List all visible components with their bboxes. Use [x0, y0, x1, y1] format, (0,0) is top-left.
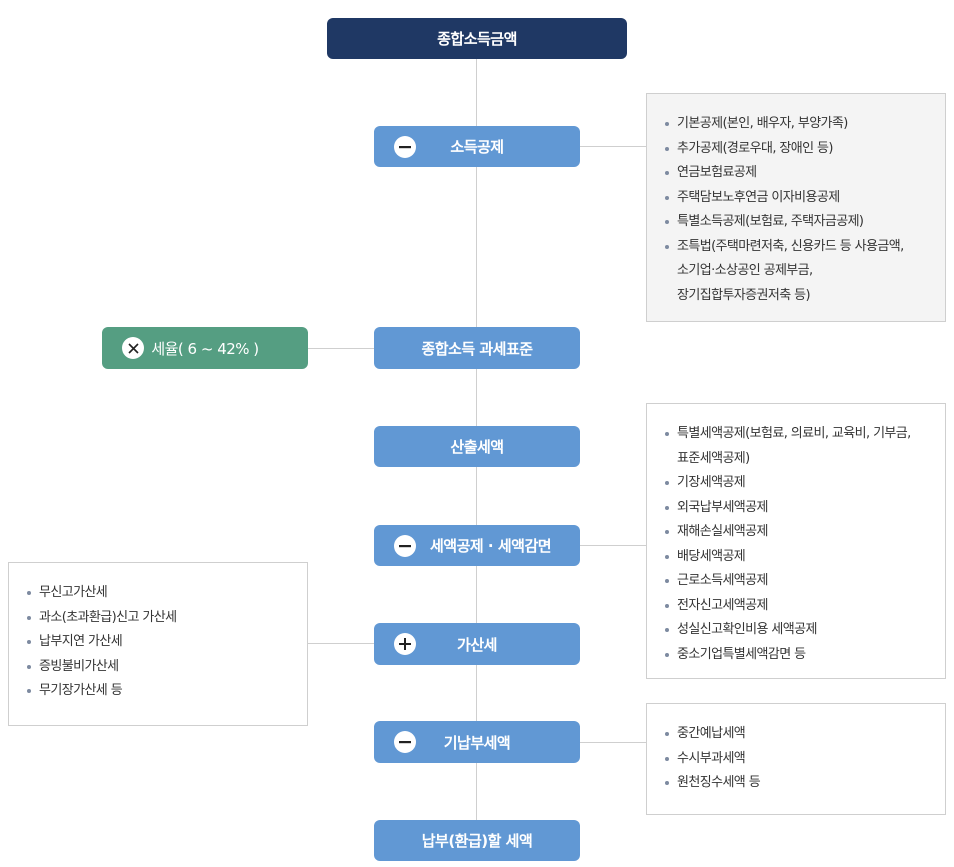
calculated-tax-label: 산출세액	[450, 438, 504, 456]
income-deduction-details: 기본공제(본인, 배우자, 부양가족) 추가공제(경로우대, 장애인 등) 연금…	[646, 93, 946, 322]
list-item: 추가공제(경로우대, 장애인 등)	[663, 137, 929, 162]
list-item: 외국납부세액공제	[663, 496, 929, 521]
tax-credit-node: 세액공제 · 세액감면	[374, 525, 580, 566]
prepaid-tax-node: 기납부세액	[374, 721, 580, 763]
plus-icon	[394, 633, 416, 655]
tax-base-node: 종합소득 과세표준	[374, 327, 580, 369]
income-deduction-node: 소득공제	[374, 126, 580, 167]
list-item: 기본공제(본인, 배우자, 부양가족)	[663, 112, 929, 137]
tax-credit-label: 세액공제 · 세액감면	[430, 537, 552, 555]
gross-income-label: 종합소득금액	[437, 30, 517, 48]
list-item-continuation: 소기업·소상공인 공제부금,	[677, 263, 813, 278]
list-item: 배당세액공제	[663, 545, 929, 570]
tax-credit-connector	[580, 545, 646, 546]
list-item: 특별소득공제(보험료, 주택자금공제)	[663, 210, 929, 235]
prepaid-tax-label: 기납부세액	[443, 733, 511, 752]
list-item: 연금보험료공제	[663, 161, 929, 186]
list-item: 중간예납세액	[663, 722, 929, 747]
list-item: 수시부과세액	[663, 747, 929, 772]
final-tax-node: 납부(환급)할 세액	[374, 820, 580, 861]
list-item: 조특법(주택마련저축, 신용카드 등 사용금액,	[663, 235, 929, 260]
calculated-tax-node: 산출세액	[374, 426, 580, 467]
list-item-continuation: 표준세액공제)	[677, 450, 750, 466]
list-item: 무신고가산세	[25, 581, 291, 606]
tax-rate-label: 세율( 6 ~ 42% )	[151, 339, 259, 358]
tax-rate-node: 세율( 6 ~ 42% )	[102, 327, 308, 369]
minus-icon	[394, 135, 416, 158]
minus-icon	[394, 731, 416, 753]
gross-income-node: 종합소득금액	[327, 18, 627, 59]
list-item: 원천징수세액 등	[663, 771, 929, 796]
income-deduction-label: 소득공제	[450, 138, 504, 156]
prepaid-tax-list: 중간예납세액 수시부과세액 원천징수세액 등	[663, 722, 929, 796]
list-item: 과소(초과환급)신고 가산세	[25, 606, 291, 631]
tax-credit-list: 특별세액공제(보험료, 의료비, 교육비, 기부금, 표준세액공제) 기장세액공…	[663, 422, 929, 667]
minus-icon	[394, 534, 416, 557]
list-item: 중소기업특별세액감면 등	[663, 643, 929, 668]
tax-rate-connector	[308, 348, 374, 349]
penalty-tax-label: 가산세	[457, 635, 497, 654]
penalty-tax-list: 무신고가산세 과소(초과환급)신고 가산세 납부지연 가산세 증빙불비가산세 무…	[25, 581, 291, 704]
list-item: 특별세액공제(보험료, 의료비, 교육비, 기부금,	[663, 422, 929, 447]
list-item: 전자신고세액공제	[663, 594, 929, 619]
list-item: 납부지연 가산세	[25, 630, 291, 655]
final-tax-label: 납부(환급)할 세액	[421, 832, 533, 850]
income-deduction-connector	[580, 146, 646, 147]
list-item: 근로소득세액공제	[663, 569, 929, 594]
list-item: 주택담보노후연금 이자비용공제	[663, 186, 929, 211]
income-deduction-list: 기본공제(본인, 배우자, 부양가족) 추가공제(경로우대, 장애인 등) 연금…	[663, 112, 929, 308]
list-item: 무기장가산세 등	[25, 679, 291, 704]
prepaid-tax-details: 중간예납세액 수시부과세액 원천징수세액 등	[646, 703, 946, 815]
list-item: 재해손실세액공제	[663, 520, 929, 545]
list-item: 증빙불비가산세	[25, 655, 291, 680]
penalty-tax-node: 가산세	[374, 623, 580, 665]
penalty-tax-details: 무신고가산세 과소(초과환급)신고 가산세 납부지연 가산세 증빙불비가산세 무…	[8, 562, 308, 726]
tax-credit-details: 특별세액공제(보험료, 의료비, 교육비, 기부금, 표준세액공제) 기장세액공…	[646, 403, 946, 679]
list-item-continuation: 장기집합투자증권저축 등)	[677, 287, 811, 303]
tax-base-label: 종합소득 과세표준	[421, 339, 533, 358]
penalty-tax-connector	[307, 643, 374, 644]
list-item: 성실신고확인비용 세액공제	[663, 618, 929, 643]
multiply-icon	[122, 337, 144, 359]
prepaid-tax-connector	[580, 742, 646, 743]
list-item: 기장세액공제	[663, 471, 929, 496]
